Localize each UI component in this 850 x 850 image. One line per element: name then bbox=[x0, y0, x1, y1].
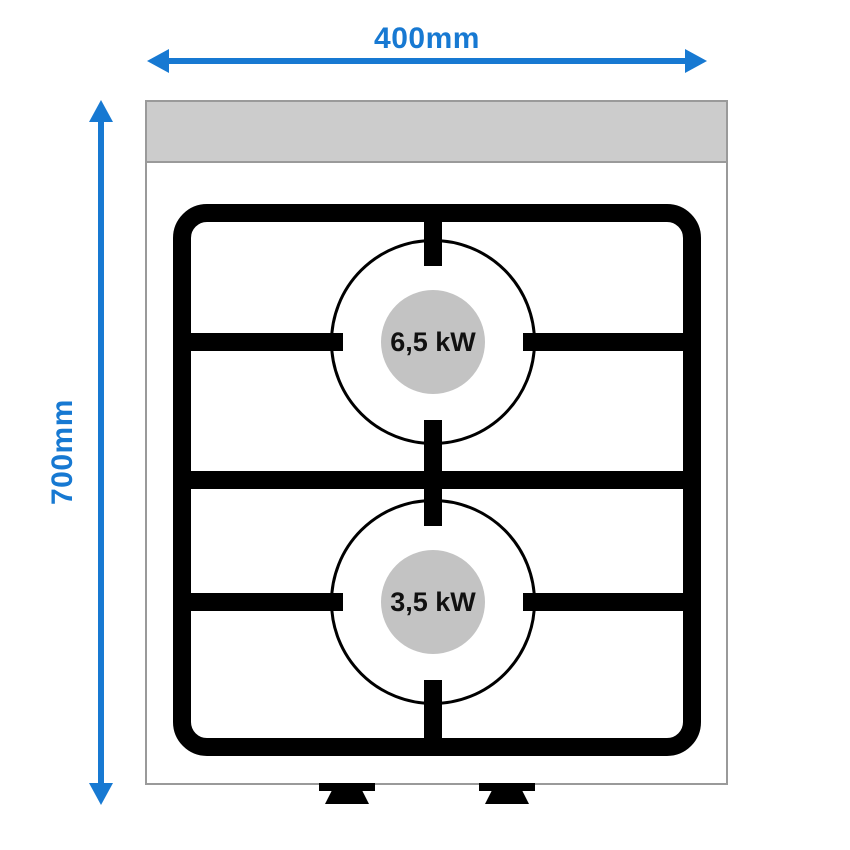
arrow-up-icon bbox=[89, 100, 113, 122]
burner-rear-cap: 6,5 kW bbox=[381, 290, 485, 394]
knob-right-grip bbox=[485, 791, 529, 804]
knob-right-base bbox=[479, 783, 535, 791]
burner-rear-power-label: 6,5 kW bbox=[390, 326, 476, 357]
grate-bar-front-right bbox=[523, 593, 691, 611]
width-dimension-label: 400mm bbox=[374, 22, 480, 55]
grate-bar-front-bottom-stub bbox=[424, 680, 442, 742]
grate-bar-rear-right bbox=[523, 333, 691, 351]
back-panel bbox=[147, 102, 726, 163]
height-dimension-label: 700mm bbox=[46, 399, 79, 506]
knob-left-base bbox=[319, 783, 375, 791]
burner-front-power-label: 3,5 kW bbox=[390, 586, 476, 617]
knob-right bbox=[479, 783, 535, 804]
knob-left bbox=[319, 783, 375, 804]
grate-bar-front-top-stub bbox=[424, 478, 442, 526]
height-dimension-line bbox=[98, 122, 104, 783]
grate-bar-front-left bbox=[183, 593, 343, 611]
arrow-down-icon bbox=[89, 783, 113, 805]
height-dimension-arrow bbox=[89, 100, 113, 805]
width-dimension-arrow bbox=[147, 49, 707, 73]
grate-bar-rear-left bbox=[183, 333, 343, 351]
burner-front: 3,5 kW bbox=[330, 499, 536, 705]
arrow-left-icon bbox=[147, 49, 169, 73]
width-dimension-line bbox=[169, 58, 685, 64]
grate-bar-rear-bottom-stub bbox=[424, 420, 442, 480]
arrow-right-icon bbox=[685, 49, 707, 73]
burner-front-cap: 3,5 kW bbox=[381, 550, 485, 654]
grate-bar-rear-top-stub bbox=[424, 216, 442, 266]
burner-rear: 6,5 kW bbox=[330, 239, 536, 445]
knob-left-grip bbox=[325, 791, 369, 804]
